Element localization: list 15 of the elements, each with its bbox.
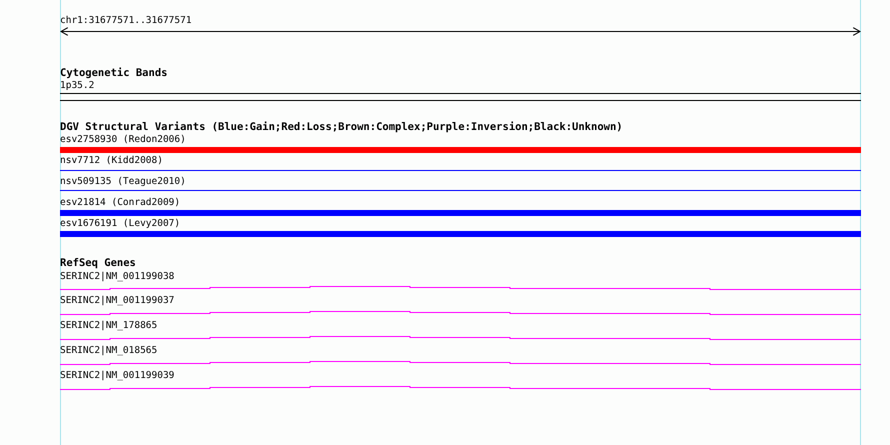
variant-label: esv2758930 (Redon2006) — [60, 134, 186, 145]
variant-label: nsv509135 (Teague2010) — [60, 176, 186, 187]
variant-label: nsv7712 (Kidd2008) — [60, 155, 163, 166]
gene-label: SERINC2|NM_178865 — [60, 320, 158, 331]
gene-label: SERINC2|NM_001199039 — [60, 370, 174, 381]
track-heading: RefSeq Genes — [60, 258, 136, 269]
variant-label: esv1676191 (Levy2007) — [60, 218, 180, 229]
variant-label: esv21814 (Conrad2009) — [60, 197, 180, 208]
gene-label: SERINC2|NM_018565 — [60, 345, 158, 356]
gene-label: SERINC2|NM_001199038 — [60, 271, 174, 282]
track-heading: Cytogenetic Bands — [60, 68, 168, 79]
band-label: 1p35.2 — [60, 80, 94, 91]
coordinate-label: chr1:31677571..31677571 — [60, 15, 192, 26]
track-heading: DGV Structural Variants (Blue:Gain;Red:Loss;Brown:Complex;Purple:Inversion;Black:Unknown) — [60, 122, 623, 133]
gene-label: SERINC2|NM_001199037 — [60, 295, 174, 306]
